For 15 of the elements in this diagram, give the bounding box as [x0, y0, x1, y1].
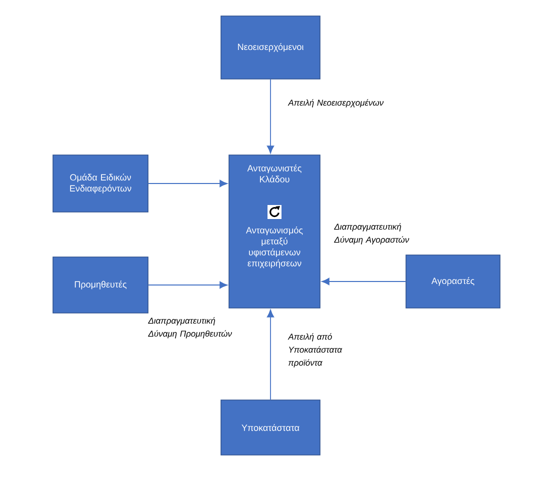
edge-label: Διαπραγματευτική Δύναμη Αγοραστών — [334, 223, 410, 244]
arrow — [266, 78, 274, 154]
process-box: Προμηθευτές — [52, 256, 148, 314]
process-box: Ανταγωνιστές Κλάδου Ανταγωνισμός μεταξύ υφιστάμενων επιχειρήσεων — [228, 154, 320, 308]
arrow — [322, 278, 406, 286]
arrow — [148, 281, 228, 289]
arrow — [266, 310, 274, 400]
process-box: Αγοραστές — [406, 254, 500, 308]
edge-label: Απειλή Νεοεισερχομένων — [288, 99, 384, 108]
edge-label: Απειλή από Υποκατάστατα προϊόντα — [288, 333, 342, 368]
process-box: Υποκατάστατα — [220, 400, 320, 456]
process-box: Νεοεισερχόμενοι — [220, 16, 320, 80]
edge-label: Διαπραγματευτική Δύναμη Προμηθευτών — [148, 317, 232, 338]
process-box: Ομάδα Ειδικών Ενδιαφερόντων — [52, 154, 148, 212]
arrow — [148, 180, 228, 188]
